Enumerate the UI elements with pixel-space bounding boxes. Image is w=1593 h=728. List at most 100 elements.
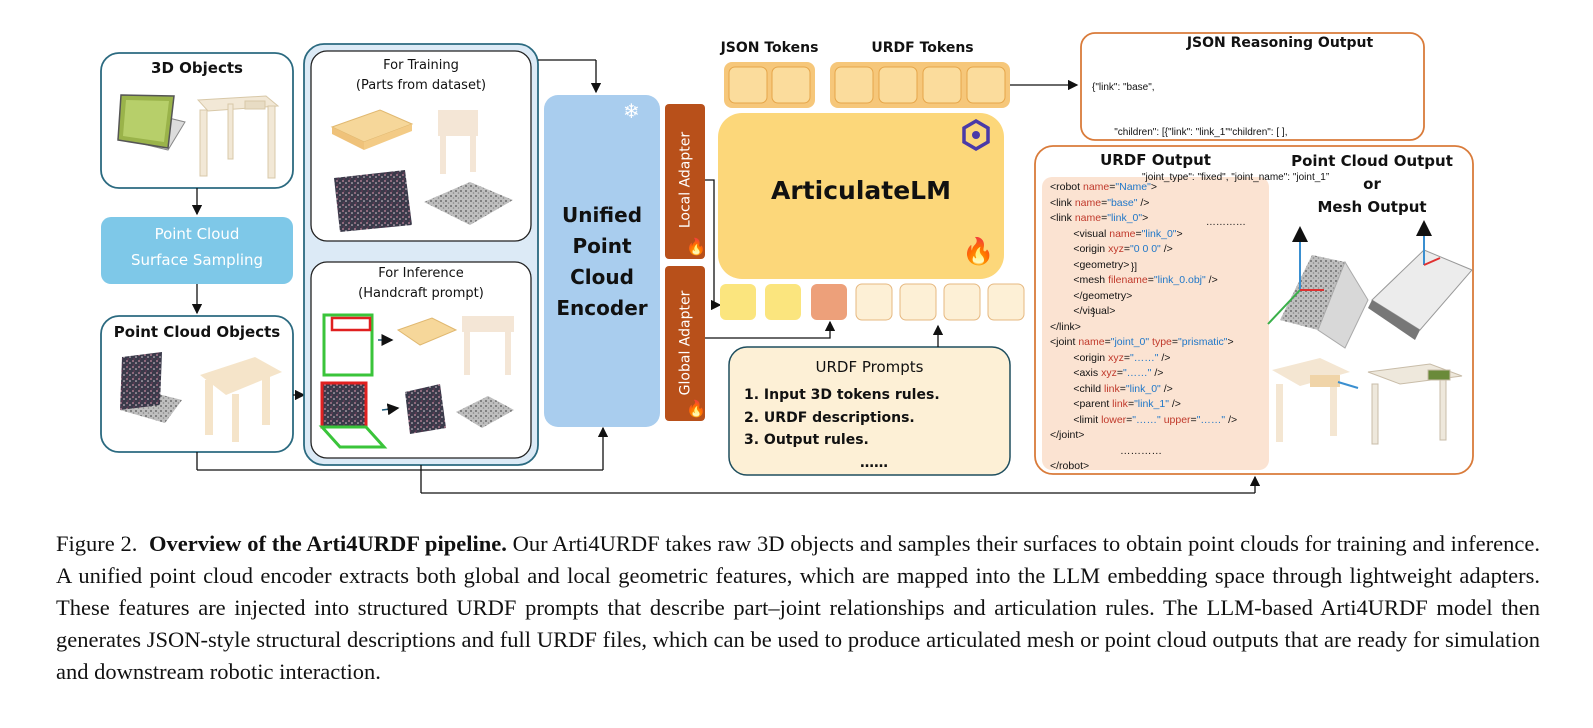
json-line: }] — [1092, 262, 1138, 273]
json-token — [771, 66, 811, 104]
caption-title: Overview of the Arti4URDF pipeline. — [148, 531, 507, 556]
json-line: ………… — [1092, 217, 1246, 228]
caption-text: Our Arti4URDF takes raw 3D objects and s… — [56, 531, 1540, 684]
pc-output-title-line: Mesh Output — [1317, 198, 1427, 216]
json-output-title: JSON Reasoning Output — [1186, 35, 1374, 51]
diagram-canvas: ❄ 🔥 🔥 🔥 — [100, 32, 1474, 494]
urdf-line: <robot name="Name"> — [1050, 181, 1157, 193]
json-line: "joint_type": "fixed", "joint_name": "jo… — [1092, 172, 1330, 183]
pc-output-laptop — [1267, 226, 1369, 349]
urdf-line: </geometry> — [1050, 289, 1133, 302]
llm-box — [718, 113, 1004, 279]
figure-caption: Figure 2. Overview of the Arti4URDF pipe… — [56, 528, 1540, 688]
local-adapter-label: Local Adapter — [677, 131, 694, 229]
urdf-token — [834, 66, 874, 104]
encoder-label: Unified Point Cloud Encoder — [544, 200, 660, 324]
arrow-global-adapter — [705, 320, 836, 339]
urdf-line: <visual name="link_0"> — [1050, 227, 1183, 240]
urdf-line: <axis xyz="……" /> — [1050, 367, 1164, 379]
pc-output-title-line: Point Cloud Output — [1291, 152, 1453, 170]
json-line: {"link": "base", — [1092, 82, 1155, 93]
urdf-line: <origin xyz="0 0 0" /> — [1050, 243, 1173, 255]
urdf-token-group — [830, 62, 1010, 108]
encoder-box — [544, 95, 660, 427]
encoder-label-line: Encoder — [556, 296, 648, 320]
fire-icon-llm: 🔥 — [962, 236, 994, 267]
urdf-token — [966, 66, 1006, 104]
encoder-label-line: Point — [572, 234, 632, 258]
prompt-token — [943, 283, 981, 321]
urdf-line: <origin xyz="……" /> — [1050, 351, 1171, 364]
urdf-line: ………… — [1050, 444, 1163, 457]
pc-output-title-line: or — [1363, 175, 1381, 193]
urdf-line: <link name="link_0"> — [1050, 212, 1149, 224]
urdf-line: </joint> — [1050, 429, 1085, 441]
encoder-label-line: Cloud — [570, 265, 634, 289]
global-token — [811, 284, 847, 320]
urdf-token — [878, 66, 918, 104]
local-token — [765, 284, 801, 320]
training-title-line2: (Parts from dataset) — [355, 78, 487, 93]
urdf-line: <parent link="link_1" /> — [1050, 398, 1181, 410]
objects-3d-title: 3D Objects — [151, 59, 243, 77]
urdf-line: <joint name="joint_0" type="prismatic"> — [1050, 336, 1234, 348]
urdf-line: <geometry> — [1050, 258, 1130, 271]
json-output-code: {"link": "base", "children": [{"link": "… — [1092, 50, 1329, 335]
json-tokens-label: JSON Tokens — [720, 40, 819, 56]
pipeline-diagram: ❄ 🔥 🔥 🔥 — [56, 32, 1540, 684]
snowflake-icon: ❄ — [623, 99, 640, 123]
urdf-line: <child link="link_0" /> — [1050, 382, 1173, 395]
urdf-prompts-box — [728, 346, 1011, 476]
urdf-line: </visual> — [1050, 305, 1116, 317]
encoder-label-line: Unified — [561, 203, 643, 227]
prompt-token — [899, 283, 937, 321]
prompt-token — [987, 283, 1025, 321]
urdf-tokens-label: URDF Tokens — [871, 40, 974, 56]
urdf-line: <link name="base" /> — [1050, 196, 1150, 209]
local-token — [720, 284, 756, 320]
json-line: "children": [{"link": "link_1"“children"… — [1092, 127, 1288, 138]
mesh-output-laptop — [1368, 220, 1473, 340]
laptop-illustration — [117, 94, 186, 151]
json-output-box — [1080, 32, 1425, 141]
urdf-prompts-list: 1. Input 3D tokens rules. 2. URDF descri… — [744, 384, 1004, 474]
urdf-line: </robot> — [1050, 460, 1090, 472]
pc-laptop-illustration — [120, 352, 182, 423]
prompt-rule: 1. Input 3D tokens rules. — [744, 387, 940, 403]
urdf-line: </link> — [1050, 320, 1081, 333]
arrow-local-adapter — [705, 179, 722, 311]
inference-parts-illustration — [318, 313, 514, 449]
sampling-label-line1: Point Cloud — [154, 225, 240, 243]
mesh-output-table — [1367, 363, 1463, 445]
pc-table-illustration — [200, 357, 282, 442]
json-token — [728, 66, 768, 104]
global-adapter-box — [665, 266, 705, 421]
urdf-prompts-title: URDF Prompts — [815, 358, 924, 376]
pc-output-table — [1272, 358, 1359, 442]
urdf-line: <mesh filename="link_0.obj" /> — [1050, 274, 1218, 286]
urdf-code-panel — [1042, 177, 1269, 470]
model-name: ArticulateLM — [771, 176, 951, 205]
urdf-output-code: <robot name="Name"> <link name="base" /> <… — [1050, 180, 1237, 475]
prompt-rule: 3. Output rules. — [744, 432, 869, 448]
fire-icon-global: 🔥 — [686, 399, 706, 418]
json-line: } — [1092, 307, 1096, 318]
prompt-rule-ellipsis: …… — [860, 454, 888, 471]
inference-title-line2: (Handcraft prompt) — [358, 286, 484, 301]
local-adapter-box — [665, 104, 705, 259]
table-illustration — [196, 95, 280, 179]
sampling-box — [101, 217, 293, 284]
urdf-token — [922, 66, 962, 104]
training-parts-illustration — [330, 109, 513, 232]
fire-icon-local: 🔥 — [686, 237, 706, 256]
pc-objects-title: Point Cloud Objects — [113, 323, 281, 341]
pc-output-title: Point Cloud Output or Mesh Output — [1272, 150, 1472, 219]
prompt-token — [855, 283, 893, 321]
prompt-rule: 2. URDF descriptions. — [744, 409, 915, 426]
urdf-line: <limit lower="……" upper="……" /> — [1050, 413, 1238, 426]
sampling-label-line2: Surface Sampling — [130, 251, 264, 269]
inference-title-line1: For Inference — [378, 266, 464, 281]
caption-label: Figure 2. — [56, 531, 138, 556]
model-logo-icon — [962, 118, 990, 152]
training-title-line1: For Training — [383, 58, 459, 73]
